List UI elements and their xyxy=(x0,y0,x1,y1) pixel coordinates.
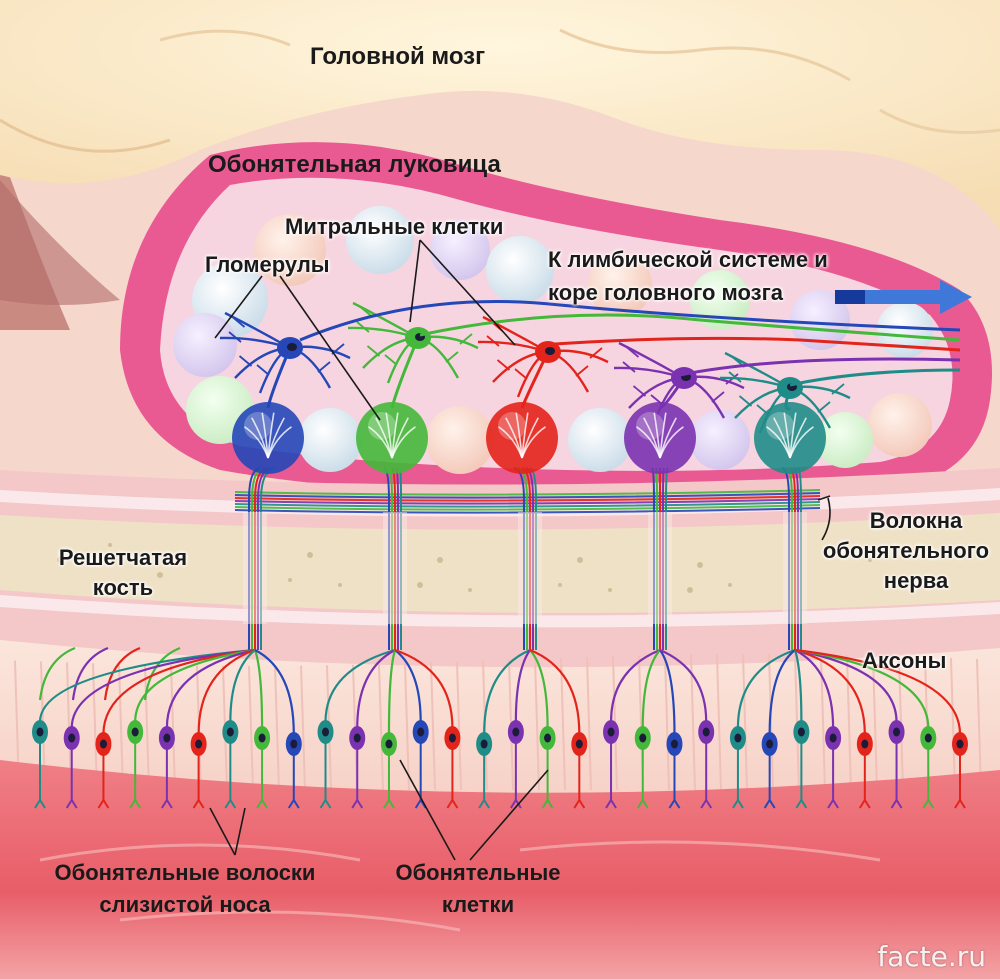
glomeruli xyxy=(232,402,826,474)
label-limbic-line2: коре головного мозга xyxy=(548,280,783,305)
receptor-cell-teal xyxy=(476,648,531,809)
receptor-cell-red xyxy=(794,648,968,809)
receptor-cell-teal xyxy=(729,648,796,809)
receptor-cell-green xyxy=(529,649,556,809)
receptor-cell-red xyxy=(190,648,256,809)
mitral-cell-green xyxy=(347,301,479,409)
receptor-cell-blue xyxy=(761,649,796,809)
receptor-cell-green xyxy=(380,649,397,809)
receptor-cell-purple xyxy=(507,649,531,809)
receptor-cell-green xyxy=(634,649,661,809)
receptor-cell-green xyxy=(127,648,256,809)
glomerulus-blue xyxy=(232,402,304,474)
glomerulus-teal xyxy=(754,402,826,474)
label-brain: Головной мозг xyxy=(310,43,486,70)
glomerulus-purple xyxy=(624,402,696,474)
label-ethmoid-line2: кость xyxy=(92,575,154,600)
watermark: facte.ru xyxy=(877,940,986,973)
label-mitral-cells: Митральные клетки xyxy=(285,214,504,239)
receptor-cell-teal xyxy=(793,649,810,809)
label-limbic-line1: К лимбической системе и xyxy=(548,247,828,272)
label-olfactory-bulb: Обонятельная луковица xyxy=(208,151,501,178)
olfactory-receptor-cells xyxy=(32,648,968,809)
receptor-cell-purple xyxy=(659,648,715,809)
output-tract xyxy=(299,300,961,387)
receptor-cell-red xyxy=(95,648,256,809)
receptor-cell-teal xyxy=(222,649,256,809)
label-receptor-cells-line2: клетки xyxy=(441,892,515,917)
label-hairs-line2: слизистой носа xyxy=(99,892,271,917)
receptor-cell-red xyxy=(794,648,873,809)
label-ethmoid-line1: Решетчатая xyxy=(58,545,188,570)
receptor-cell-purple xyxy=(158,648,256,809)
receptor-cell-teal xyxy=(317,648,396,809)
pointer-lines xyxy=(209,239,831,861)
receptor-cell-purple xyxy=(603,648,661,809)
receptor-cell-blue xyxy=(254,649,302,809)
label-hairs-line1: Обонятельные волоски xyxy=(54,860,316,885)
label-fibers-line1: Волокна xyxy=(869,508,963,533)
receptor-cell-blue xyxy=(659,649,683,809)
glomerulus-red xyxy=(486,402,558,474)
receptor-cell-green xyxy=(794,648,937,809)
direction-arrow xyxy=(835,280,972,314)
label-fibers-line3: нерва xyxy=(883,568,949,593)
receptor-cell-teal xyxy=(32,648,256,809)
receptor-cell-red xyxy=(529,648,588,809)
label-axons: Аксоны xyxy=(862,648,947,673)
receptor-cell-purple xyxy=(349,649,396,809)
receptor-cell-red xyxy=(394,648,461,809)
mitral-cell-teal xyxy=(719,351,851,434)
receptor-cell-green xyxy=(253,649,271,809)
receptor-cell-purple xyxy=(794,648,905,809)
glomerulus-green xyxy=(356,402,428,474)
receptor-cell-purple xyxy=(794,649,842,809)
label-fibers-line2: обонятельного xyxy=(822,538,990,563)
receptor-cell-purple xyxy=(63,648,256,809)
receptor-cell-blue xyxy=(394,649,429,809)
label-glomeruli: Гломерулы xyxy=(205,252,330,277)
label-receptor-cells-line1: Обонятельные xyxy=(395,860,561,885)
